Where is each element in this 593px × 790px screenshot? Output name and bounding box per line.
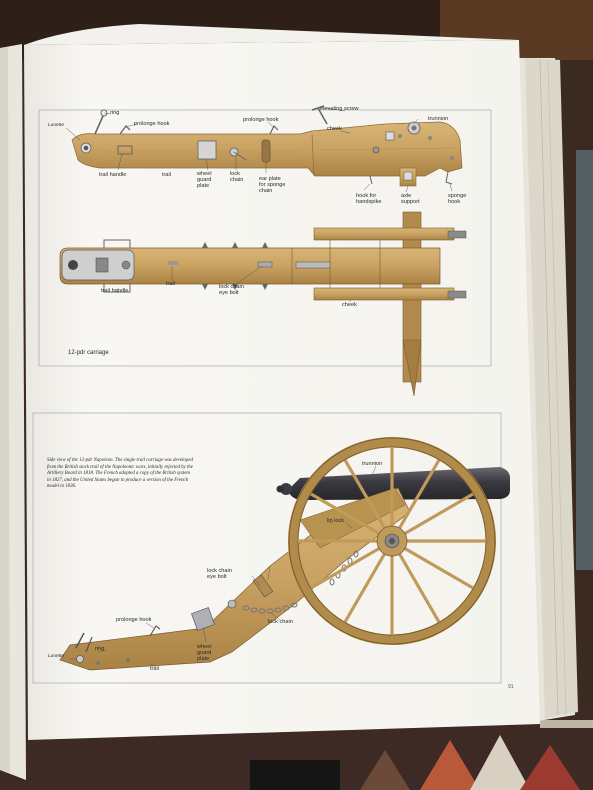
- napoleon-cannon-side: [59, 437, 510, 671]
- label-axle-support: axle support: [401, 193, 420, 205]
- label-lock-chain: lock chain: [230, 171, 244, 183]
- label-prolonge-hook: prolonge hook: [134, 121, 170, 127]
- label-cheek: cheek: [342, 302, 357, 308]
- label-trail: trail: [162, 172, 172, 178]
- label-lock-chain-eye-bolt: lock chain eye bolt: [207, 568, 232, 580]
- label-wheel-guard-plate: wheel guard plate: [197, 171, 212, 189]
- label-trunnion: trunnion: [362, 461, 383, 467]
- label-hook-for-handspike: hook for handspike: [356, 193, 382, 205]
- label-trail: trail: [150, 666, 160, 672]
- label-ear-plate: ear plate for sponge chain: [259, 176, 286, 194]
- label-wheel-guard-plate: wheel guard plate: [197, 644, 212, 662]
- page-number: 91: [508, 684, 514, 690]
- label-lip-lock: lip lock: [327, 518, 345, 524]
- label-lunette: Lunette: [48, 654, 65, 659]
- side-view-carriage: [65, 105, 463, 193]
- label-lock-chain-eye-bolt: lock chain eye bolt: [219, 284, 244, 296]
- label-trail-handle: trail handle: [101, 288, 129, 294]
- wheel: [288, 437, 496, 645]
- label-cheek: cheek: [327, 126, 342, 132]
- label-trail-handle: trail handle: [99, 172, 127, 178]
- label-sponge-hook: sponge hook: [448, 193, 467, 205]
- lower-diagram-frame: [32, 412, 502, 684]
- label-prolonge-hook: prolonge hook: [116, 617, 152, 623]
- label-trail: trail: [166, 281, 176, 287]
- label-lock-chain: lock chain: [268, 619, 293, 625]
- label-ring: ring: [95, 646, 105, 652]
- rug-pattern: [250, 720, 593, 790]
- label-lunette: Lunette: [48, 123, 65, 128]
- diagram-title: 12-pdr carriage: [68, 350, 109, 356]
- label-trunnion: trunnion: [428, 116, 449, 122]
- top-view-carriage: [59, 211, 467, 397]
- label-elevating-screw: elevating screw: [320, 106, 359, 112]
- upper-diagram-frame: [38, 109, 492, 367]
- figure-caption: Side view of the 12-pdr Napoleon. The si…: [47, 458, 193, 490]
- label-ring: ring: [110, 110, 120, 116]
- label-prolonge-hook: prolonge hook: [243, 117, 279, 123]
